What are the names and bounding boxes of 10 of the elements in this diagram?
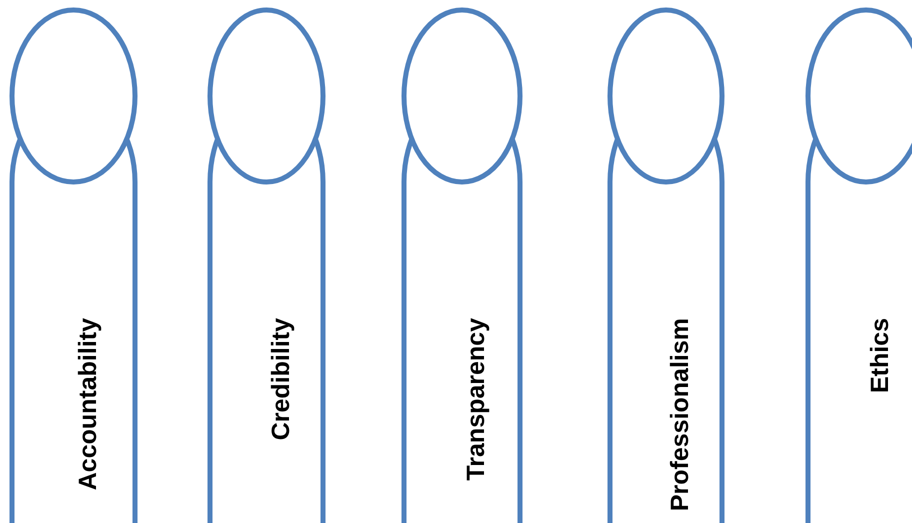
cylinder: [12, 10, 135, 523]
pillar-label: Transparency: [462, 318, 491, 481]
cylinder: [610, 10, 722, 523]
pillar-label: Accountability: [74, 318, 102, 490]
pillar-label: Ethics: [866, 318, 895, 394]
cylinder: [210, 10, 323, 523]
cylinder: [808, 10, 912, 523]
pillar-label: Credibility: [266, 318, 296, 440]
pillar-label: Professionalism: [666, 318, 695, 512]
cylinder: [404, 10, 520, 523]
